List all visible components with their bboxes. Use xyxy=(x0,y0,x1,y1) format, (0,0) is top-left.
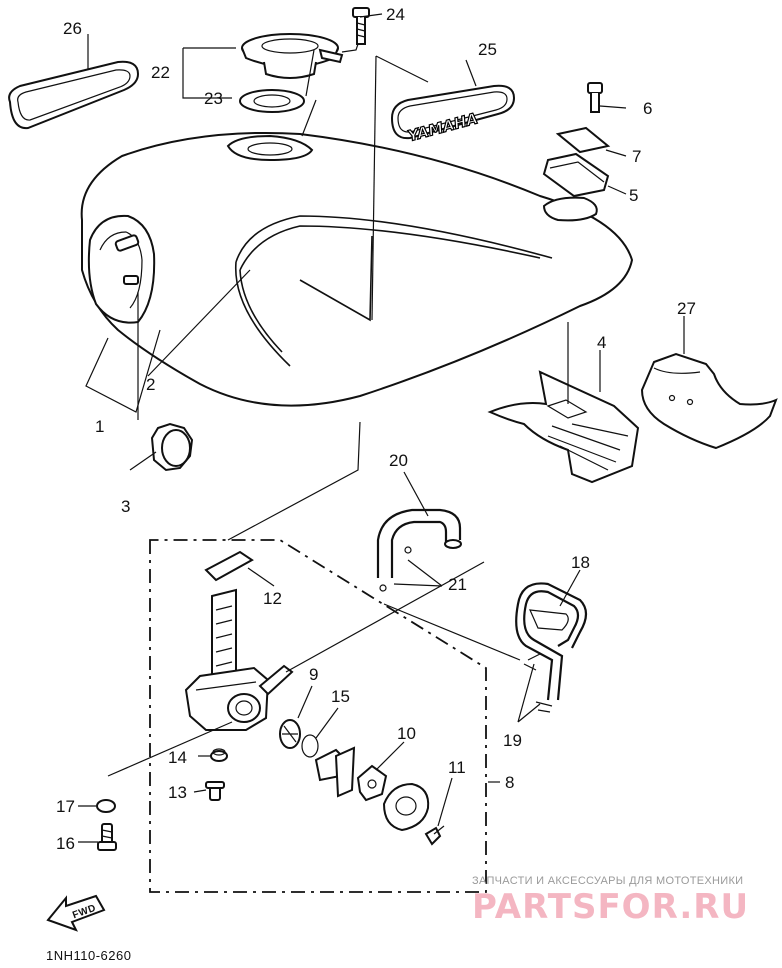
forward-arrow: FWD xyxy=(46,894,106,932)
fuel-cock-8 xyxy=(184,588,294,731)
yamaha-emblem-25: YAMAHA xyxy=(390,84,516,146)
bolt-6 xyxy=(587,82,603,113)
damper-5 xyxy=(542,152,610,198)
callout-12: 12 xyxy=(263,589,282,608)
callout-4: 4 xyxy=(597,333,606,352)
callout-10: 10 xyxy=(397,724,416,743)
clips-19 xyxy=(523,653,553,713)
fuel-cap-22 xyxy=(241,33,344,79)
callout-2: 2 xyxy=(146,375,155,394)
screw-13 xyxy=(205,781,225,801)
washer-14 xyxy=(210,748,228,762)
callout-5: 5 xyxy=(629,186,638,205)
bolt-24 xyxy=(352,7,370,45)
callout-26: 26 xyxy=(63,19,82,38)
watermark: ЗАПЧАСТИ И АКСЕССУАРЫ ДЛЯ МОТОТЕХНИКИ PA… xyxy=(472,875,749,927)
callout-6: 6 xyxy=(643,99,652,118)
bolt-16 xyxy=(97,823,117,851)
callout-23: 23 xyxy=(204,89,223,108)
callout-13: 13 xyxy=(168,783,187,802)
callout-19: 19 xyxy=(503,731,522,750)
cap-nut-3 xyxy=(150,422,194,472)
gasket-23 xyxy=(239,89,305,113)
callout-25: 25 xyxy=(478,40,497,59)
fuel-hose-20 xyxy=(376,508,462,578)
callout-24: 24 xyxy=(386,5,405,24)
callout-15: 15 xyxy=(331,687,350,706)
callout-18: 18 xyxy=(571,553,590,572)
callout-14: 14 xyxy=(168,748,187,767)
filter-9 xyxy=(279,719,301,749)
o-ring-15 xyxy=(301,734,319,758)
callout-20: 20 xyxy=(389,451,408,470)
side-cover-27 xyxy=(640,352,778,450)
callout-16: 16 xyxy=(56,834,75,853)
hose-18 xyxy=(515,582,588,701)
callout-7: 7 xyxy=(632,147,641,166)
callout-3: 3 xyxy=(121,497,130,516)
tank-bracket-4 xyxy=(487,370,640,484)
callout-8: 8 xyxy=(505,773,514,792)
emblem-pad-26 xyxy=(8,60,140,130)
callout-17: 17 xyxy=(56,797,75,816)
lever-shaft xyxy=(314,746,356,798)
callout-9: 9 xyxy=(309,665,318,684)
callout-27: 27 xyxy=(677,299,696,318)
callout-1: 1 xyxy=(95,417,104,436)
cover-plate xyxy=(382,782,430,832)
lever-10 xyxy=(356,764,388,802)
clips-21 xyxy=(379,546,412,592)
screw-11 xyxy=(424,825,445,846)
strainer-gasket-12 xyxy=(204,550,254,582)
assembly-boundary-8 xyxy=(149,539,487,893)
callout-numbers: 26 22 23 24 25 6 7 5 27 4 2 1 3 20 21 18… xyxy=(56,5,696,853)
callout-22: 22 xyxy=(151,63,170,82)
leader-lines xyxy=(78,13,685,843)
diagram-code: 1NH110-6260 xyxy=(46,948,131,963)
callout-21: 21 xyxy=(448,575,467,594)
washer-17 xyxy=(96,799,116,813)
washer-7 xyxy=(555,126,611,154)
watermark-tagline: ЗАПЧАСТИ И АКСЕССУАРЫ ДЛЯ МОТОТЕХНИКИ xyxy=(472,875,743,887)
watermark-brand: PARTSFOR.RU xyxy=(472,887,749,927)
callout-11: 11 xyxy=(448,758,466,777)
